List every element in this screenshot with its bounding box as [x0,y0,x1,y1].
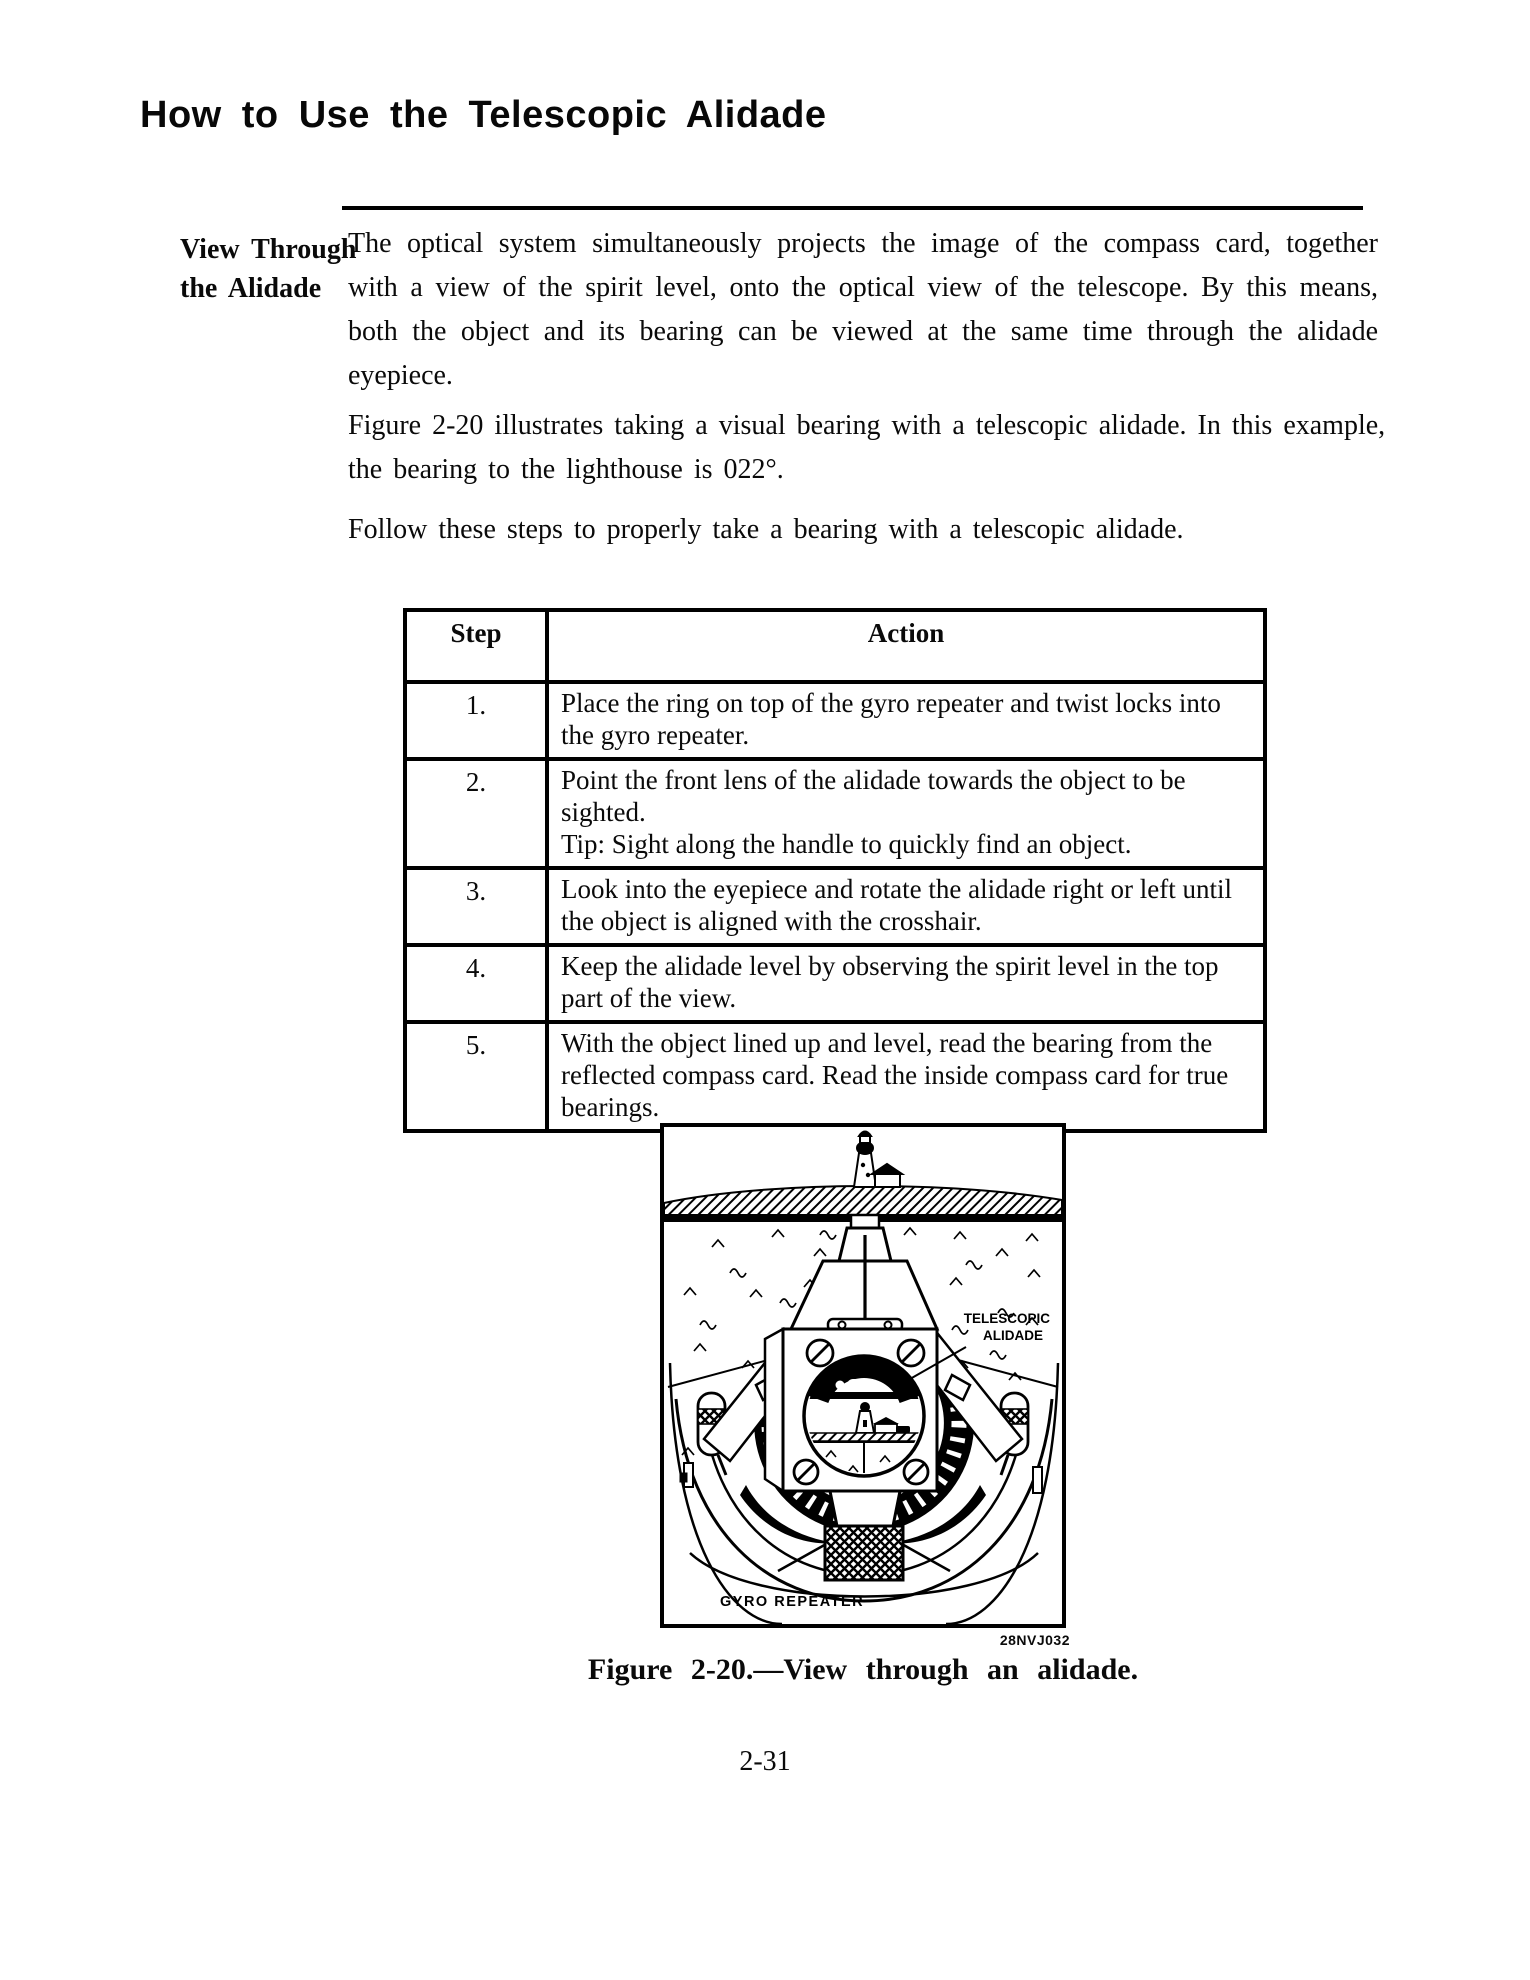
action-cell: Place the ring on top of the gyro repeat… [545,680,1267,761]
action-text: Place the ring on top of the gyro repeat… [561,688,1221,750]
page-number: 2-31 [739,1746,791,1777]
mounting-knob [823,1489,905,1582]
horizontal-rule [342,206,1363,210]
bowl-shadows [740,1485,986,1573]
eyepiece-top-shade [807,1355,921,1403]
action-text: Point the front lens of the alidade towa… [561,765,1186,827]
paragraph-optical-system: The optical system simultaneously projec… [348,228,1378,391]
paragraph-figure-reference: Figure 2-20 illustrates taking a visual … [348,410,1386,485]
label-gyro-repeater: GYRO REPEATER [720,1594,864,1610]
table-row: 4. Keep the alidade level by observing t… [403,943,1267,1024]
action-text: Look into the eyepiece and rotate the al… [561,874,1233,936]
action-cell: Keep the alidade level by observing the … [545,943,1267,1024]
action-tip-text: Tip: Sight along the handle to quickly f… [561,829,1132,859]
deck-lines [667,1359,1059,1388]
table-row: 5. With the object lined up and level, r… [403,1020,1267,1133]
figure-2-20: TELESCOPIC ALIDADE GYRO REPEATER [660,1123,1066,1628]
column-header-action: Action [545,608,1267,684]
action-text: Keep the alidade level by observing the … [561,951,1219,1013]
step-cell: 1. [403,680,549,761]
page-title: How to Use the Telescopic Alidade [140,94,827,136]
spirit-level-bubble [847,1379,877,1391]
label-telescopic: TELESCOPIC [964,1311,1051,1326]
section-heading-line1: View Through [180,234,357,265]
step-cell: 3. [403,866,549,947]
column-header-step: Step [403,608,549,684]
figure-caption: Figure 2-20.—View through an alidade. [587,1653,1139,1686]
step-cell: 5. [403,1020,549,1133]
action-cell: Look into the eyepiece and rotate the al… [545,866,1267,947]
label-alidade: ALIDADE [983,1328,1043,1343]
table-row: 2. Point the front lens of the alidade t… [403,757,1267,870]
eyepiece-view [802,1354,926,1478]
section-heading: View Through the Alidade [180,230,410,308]
action-text: With the object lined up and level, read… [561,1028,1229,1122]
reflected-scene [807,1392,921,1473]
paragraph-follow-steps: Follow these steps to properly take a be… [348,514,1184,545]
alidade-figure-image: TELESCOPIC ALIDADE GYRO REPEATER [660,1123,1066,1628]
label-leader-line [909,1346,967,1380]
table-row: 1. Place the ring on top of the gyro rep… [403,680,1267,761]
steps-table: Step Action 1. Place the ring on top of … [403,608,1267,1133]
figure-id: 28NVJ032 [999,1632,1070,1648]
step-cell: 2. [403,757,549,870]
action-cell: Point the front lens of the alidade towa… [545,757,1267,870]
figure-labels: TELESCOPIC ALIDADE GYRO REPEATER [720,1311,1050,1610]
steps-table-header-row: Step Action [403,608,1267,684]
housing-screws [792,1338,930,1486]
lighthouse [852,1130,906,1188]
section-heading-line2: the Alidade [180,273,322,304]
action-cell: With the object lined up and level, read… [545,1020,1267,1133]
step-cell: 4. [403,943,549,1024]
table-row: 3. Look into the eyepiece and rotate the… [403,866,1267,947]
